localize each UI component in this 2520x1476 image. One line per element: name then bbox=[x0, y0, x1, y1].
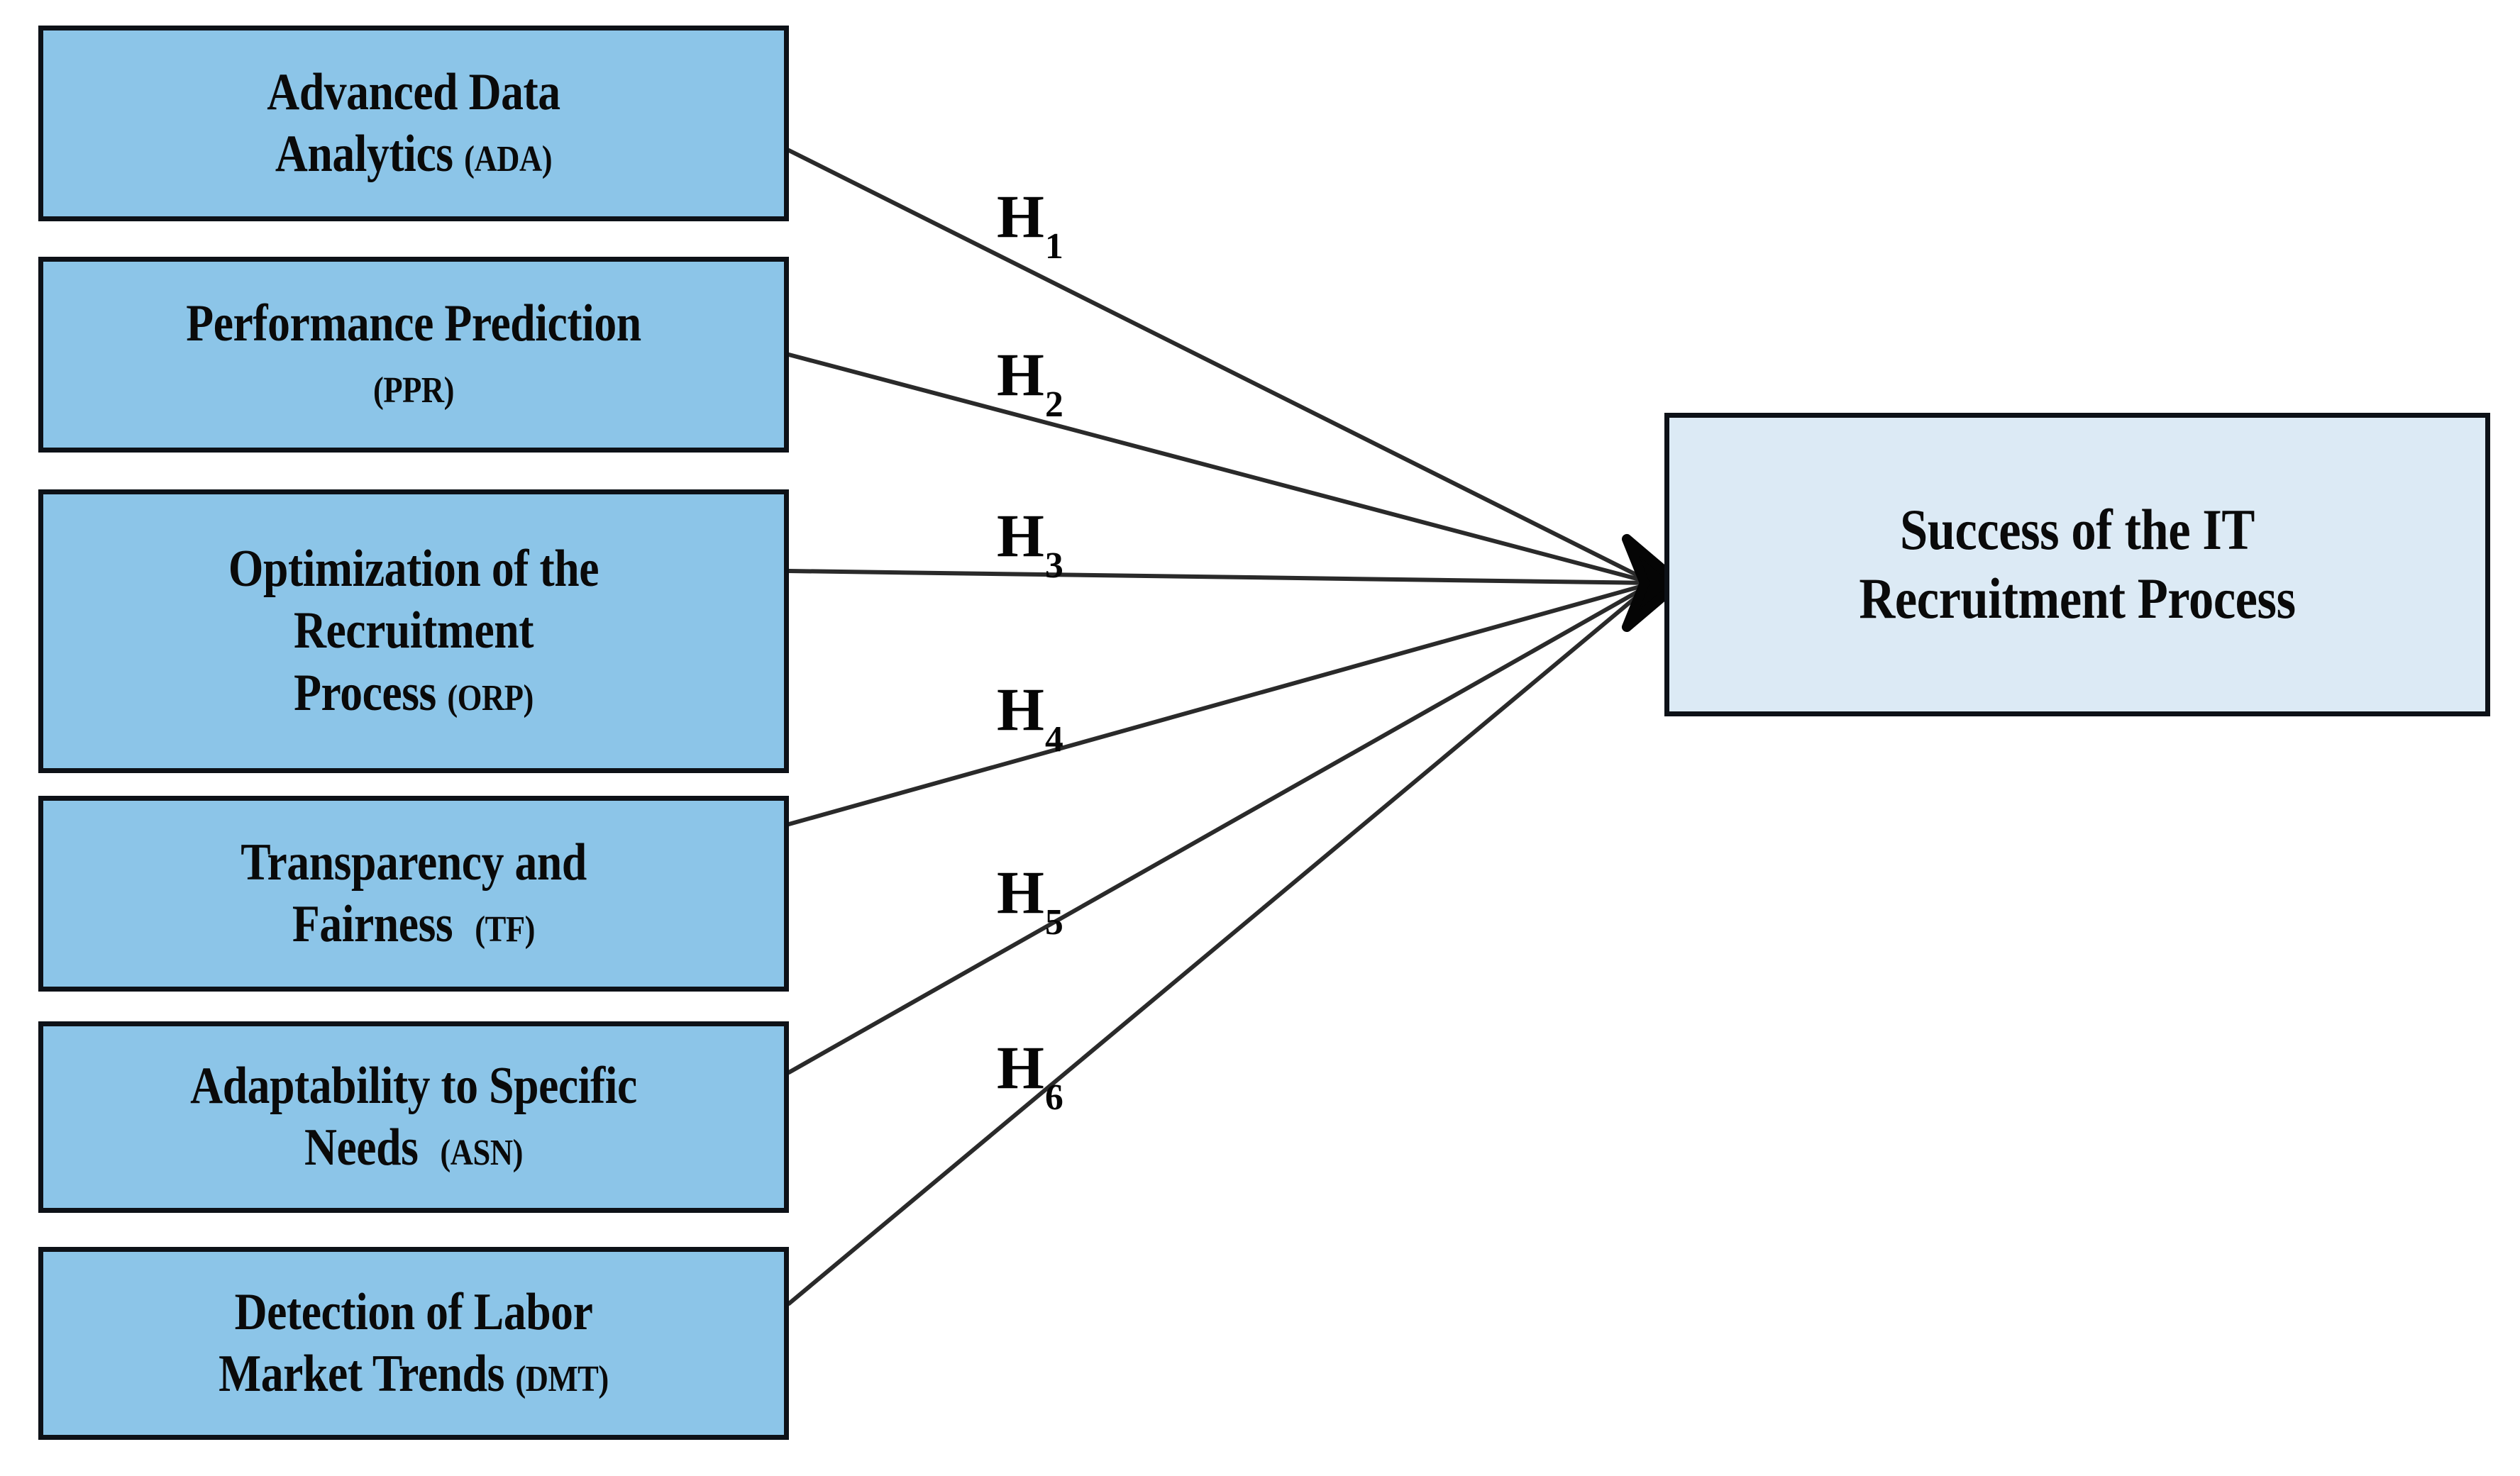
hypothesis-sub-h2: 2 bbox=[1044, 384, 1063, 425]
hypothesis-base-h2: H bbox=[997, 340, 1044, 409]
outcome-box-success[interactable]: Success of the IT Recruitment Process bbox=[1664, 413, 2490, 716]
construct-line-1: Advanced Data bbox=[267, 62, 560, 121]
hypothesis-base-h6: H bbox=[997, 1033, 1044, 1102]
construct-box-orp[interactable]: Optimization of the Recruitment Process … bbox=[38, 489, 789, 773]
construct-line-1: Adaptability to Specific bbox=[190, 1056, 637, 1115]
construct-box-tf[interactable]: Transparency and Fairness (TF) bbox=[38, 796, 789, 992]
edge-h6 bbox=[787, 581, 1655, 1306]
construct-line-2: Recruitment bbox=[293, 601, 534, 660]
construct-line-2: Market Trends bbox=[219, 1345, 504, 1403]
construct-label-asn: Adaptability to Specific Needs (ASN) bbox=[95, 1055, 732, 1180]
edge-h1 bbox=[787, 148, 1655, 585]
hypothesis-label-h2: H2 bbox=[997, 344, 1063, 423]
construct-abbr-asn: (ASN) bbox=[440, 1133, 524, 1173]
hypothesis-label-h3: H3 bbox=[997, 505, 1063, 584]
construct-box-asn[interactable]: Adaptability to Specific Needs (ASN) bbox=[38, 1021, 789, 1213]
construct-label-dmt: Detection of Labor Market Trends (DMT) bbox=[95, 1282, 732, 1406]
construct-label-ada: Advanced Data Analytics (ADA) bbox=[95, 62, 732, 186]
construct-box-ada[interactable]: Advanced Data Analytics (ADA) bbox=[38, 26, 789, 221]
construct-line-1: Detection of Labor bbox=[234, 1282, 593, 1341]
construct-line-1: Optimization of the bbox=[228, 540, 599, 599]
construct-abbr-ada: (ADA) bbox=[464, 139, 553, 179]
construct-line-2: Fairness bbox=[292, 895, 453, 953]
hypothesis-sub-h1: 1 bbox=[1044, 226, 1063, 267]
construct-box-ppr[interactable]: Performance Prediction (PPR) bbox=[38, 257, 789, 453]
construct-line-2: Analytics bbox=[275, 125, 453, 183]
outcome-label: Success of the IT Recruitment Process bbox=[1727, 496, 2428, 633]
edge-h3 bbox=[787, 569, 1655, 585]
construct-line-1: Transparency and bbox=[241, 833, 587, 892]
edge-h4 bbox=[787, 581, 1655, 826]
edge-h5 bbox=[787, 581, 1655, 1075]
construct-label-ppr: Performance Prediction (PPR) bbox=[95, 293, 732, 417]
construct-abbr-tf: (TF) bbox=[475, 909, 536, 950]
hypothesis-sub-h4: 4 bbox=[1044, 718, 1063, 760]
construct-label-tf: Transparency and Fairness (TF) bbox=[95, 832, 732, 956]
construct-line-2: Needs bbox=[304, 1119, 419, 1177]
construct-line-1: Performance Prediction bbox=[186, 294, 641, 353]
construct-abbr-dmt: (DMT) bbox=[515, 1359, 609, 1399]
construct-label-orp: Optimization of the Recruitment Process … bbox=[95, 538, 732, 724]
outcome-line-1: Success of the IT bbox=[1899, 497, 2255, 562]
hypothesis-label-h1: H1 bbox=[997, 186, 1063, 265]
construct-line-3: Process bbox=[294, 663, 436, 722]
edge-h2 bbox=[787, 353, 1655, 585]
construct-abbr-orp: (ORP) bbox=[447, 677, 534, 718]
hypothesis-sub-h5: 5 bbox=[1044, 901, 1063, 943]
hypothesis-label-h5: H5 bbox=[997, 862, 1063, 940]
hypothesis-base-h5: H bbox=[997, 858, 1044, 926]
hypothesis-base-h4: H bbox=[997, 675, 1044, 743]
outcome-line-2: Recruitment Process bbox=[1859, 566, 2296, 631]
hypothesis-label-h6: H6 bbox=[997, 1037, 1063, 1116]
hypothesis-sub-h6: 6 bbox=[1044, 1077, 1063, 1118]
hypothesis-base-h1: H bbox=[997, 182, 1044, 250]
hypothesis-sub-h3: 3 bbox=[1044, 545, 1063, 586]
hypothesis-label-h4: H4 bbox=[997, 679, 1063, 758]
construct-box-dmt[interactable]: Detection of Labor Market Trends (DMT) bbox=[38, 1247, 789, 1440]
hypothesis-base-h3: H bbox=[997, 501, 1044, 570]
construct-abbr-ppr: (PPR) bbox=[372, 370, 455, 411]
